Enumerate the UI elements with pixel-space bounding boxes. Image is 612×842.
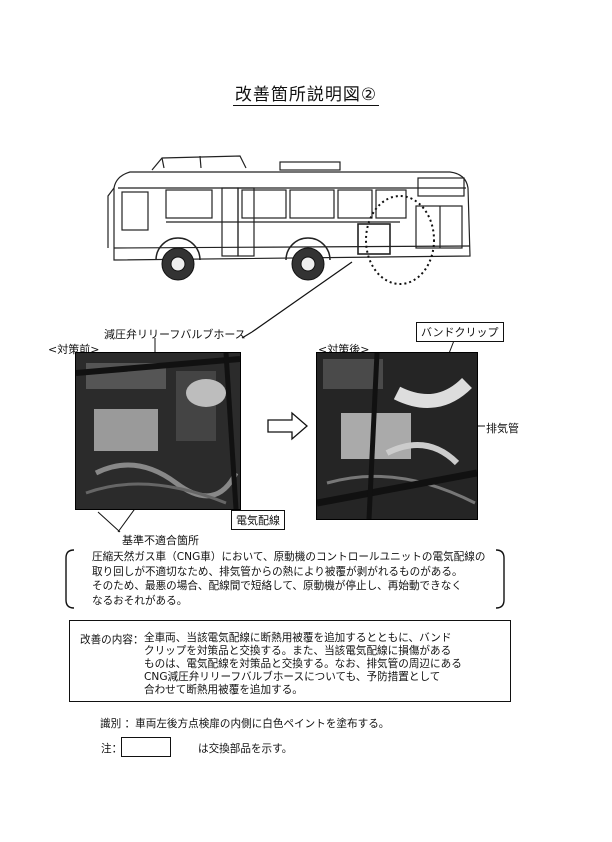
identification-text: 識別 ：車両左後方点検扉の内側に白色ペイントを塗布する。 [100,718,390,730]
note-prefix: 注： [101,743,123,755]
wiring-label: 電気配線 [231,510,285,530]
improvement-heading: 改善の内容： [80,634,144,646]
exhaust-pipe-label: 排気管 [486,422,519,435]
band-clip-label: バンドクリップ [416,322,504,342]
improvement-text: 全車両、当該電気配線に断熱用被覆を追加するとともに、バンド クリップを対策品と交… [144,632,462,697]
bus-illustration [107,155,471,285]
improvement-line: クリップを対策品と交換する。また、当該電気配線に損傷がある [144,645,452,657]
notice-line: なるおそれがある。 [92,594,188,607]
notice-line: 圧縮天然ガス車（CNG車）において、原動機のコントロールユニットの電気配線の [92,551,486,563]
improvement-box [69,620,511,702]
before-photo [75,352,241,510]
notice-line: そのため、最悪の場合、配線間で短絡して、原動機が停止し、再始動できなく [92,580,462,592]
hose-label: 減圧弁リリーフバルブホース [104,328,246,341]
improvement-line: ものは、電気配線を対策品と交換する。なお、排気管の周辺にある [144,658,462,670]
notice-bracket [65,549,505,609]
improvement-line: 全車両、当該電気配線に断熱用被覆を追加するとともに、バンド [144,632,452,644]
notice-line: 取り回しが不適切なため、排気管からの熱により被覆が剥がれるものがある。 [92,565,463,578]
replacement-part-legend-box [121,737,171,757]
arrow-right-icon [267,411,308,441]
page-title: 改善箇所説明図② [232,85,380,106]
improvement-line: CNG減圧弁リリーフバルブホースについても、予防措置として [144,671,441,683]
nonconforming-label: 基準不適合箇所 [122,534,199,547]
notice-text: 圧縮天然ガス車（CNG車）において、原動機のコントロールユニットの電気配線の 取… [92,550,485,608]
after-photo [316,352,478,520]
improvement-line: 合わせて断熱用被覆を追加する。 [144,684,303,696]
note-suffix: は交換部品を示す。 [198,743,293,755]
